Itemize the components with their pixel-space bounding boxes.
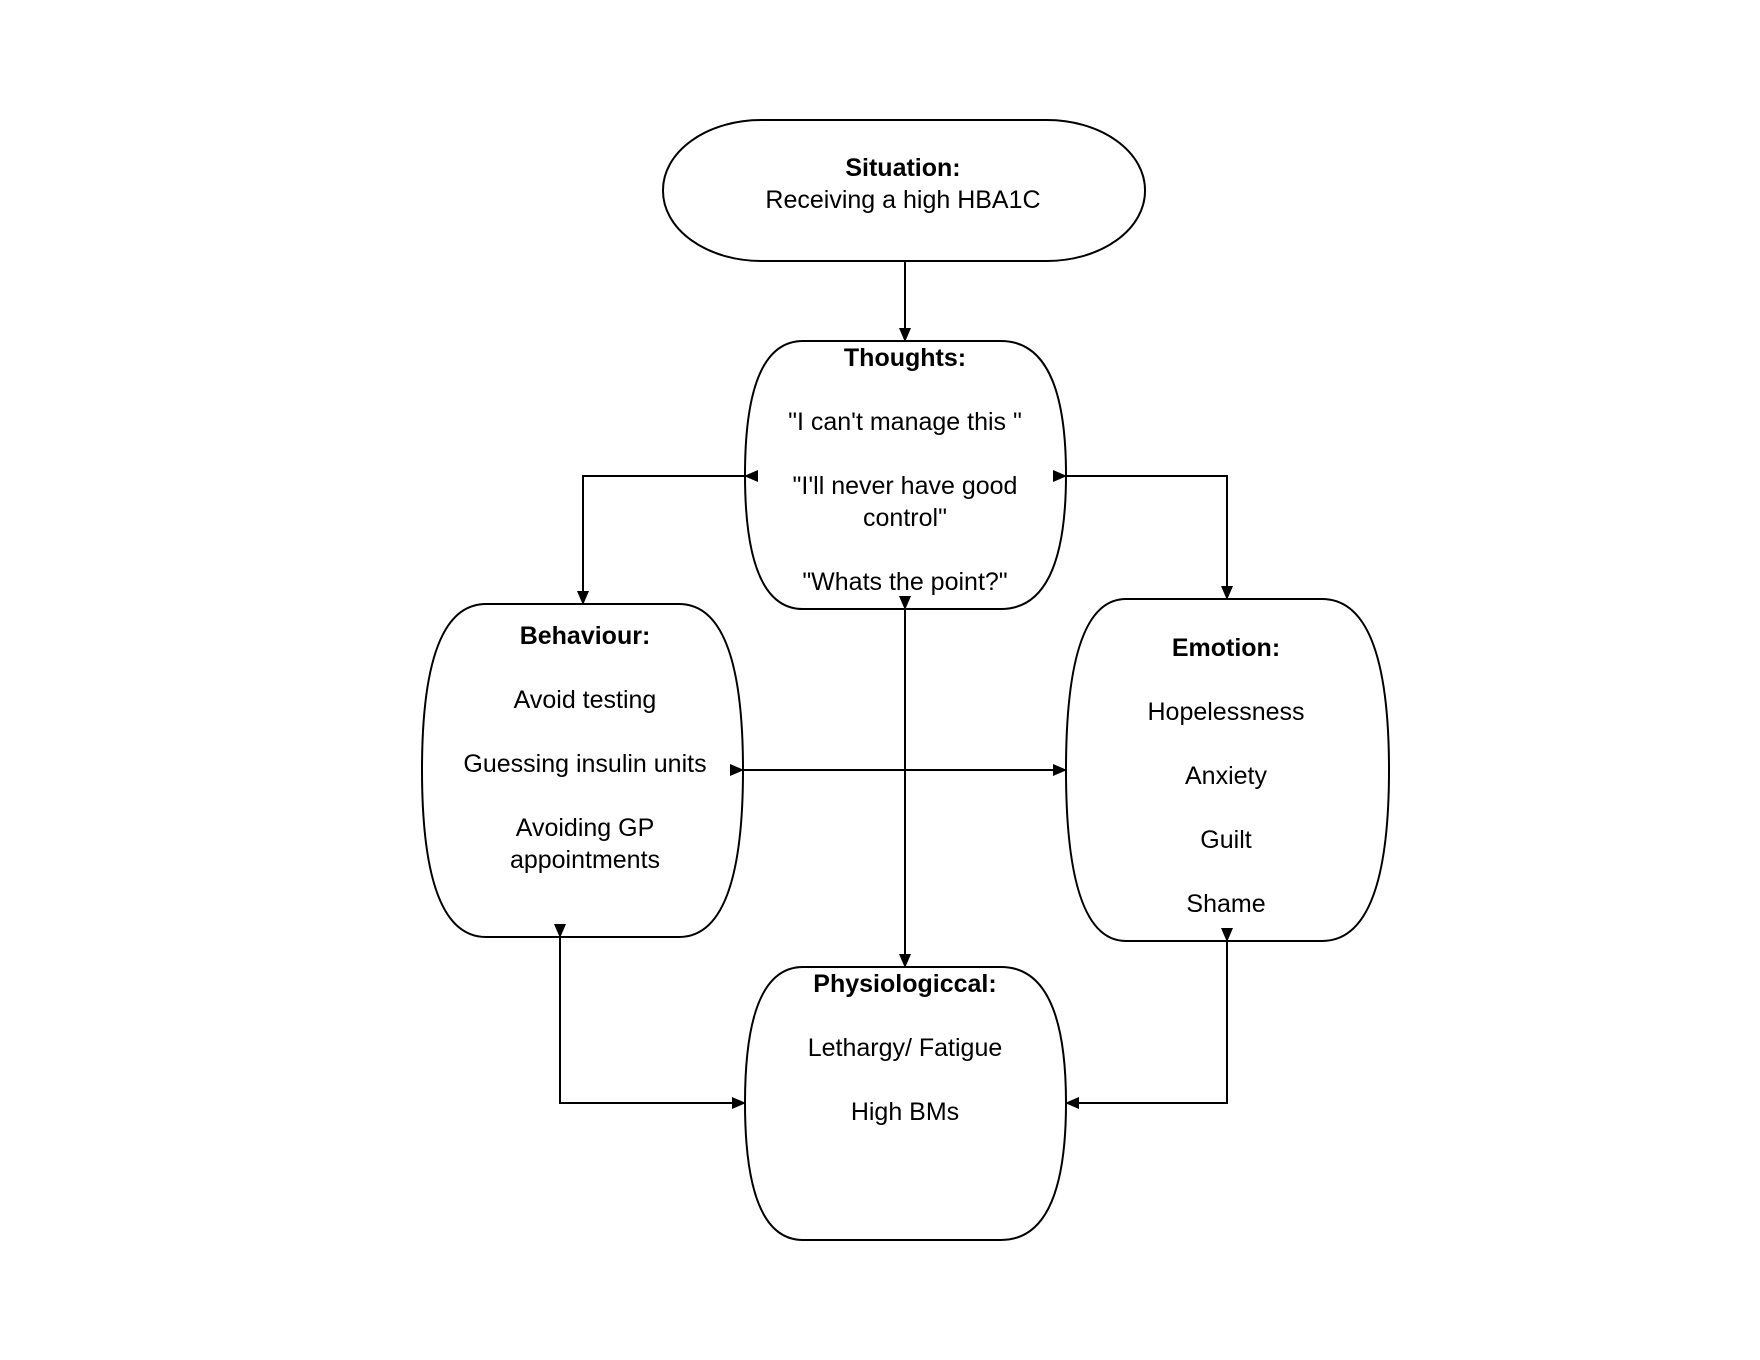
emotion-item: Guilt [1200, 826, 1252, 854]
behaviour-title: Behaviour: [519, 622, 651, 650]
thoughts-title: Thoughts: [843, 344, 967, 372]
emotion-node: Emotion: Hopelessness Anxiety Guilt Sham… [1066, 632, 1386, 920]
arrow-thoughts-behaviour [577, 470, 758, 605]
thought-item: "I'll never have good [792, 472, 1018, 500]
emotion-item: Hopelessness [1147, 698, 1305, 726]
thoughts-node-shape [743, 340, 1068, 610]
behaviour-item: Avoiding GP [515, 814, 655, 842]
emotion-item: Shame [1186, 890, 1266, 918]
arrow-emotion-physiological [1065, 928, 1233, 1109]
thoughts-node: Thoughts: "I can't manage this " "I'll n… [745, 342, 1065, 598]
situation-text: Receiving a high HBA1C [765, 186, 1041, 214]
physiological-title: Physiologiccal: [813, 970, 997, 998]
emotion-title: Emotion: [1171, 634, 1281, 662]
behaviour-node: Behaviour: Avoid testing Guessing insuli… [420, 620, 750, 876]
thought-item: control" [863, 504, 947, 532]
situation-title: Situation: [845, 154, 961, 182]
physiological-item: High BMs [850, 1098, 960, 1126]
behaviour-item: Guessing insulin units [463, 750, 707, 778]
physiological-node: Physiologiccal: Lethargy/ Fatigue High B… [745, 968, 1065, 1128]
arrow-behaviour-physiological [554, 924, 746, 1109]
thought-item: "I can't manage this " [788, 408, 1022, 436]
behaviour-item: Avoid testing [513, 686, 657, 714]
situation-node: Situation: Receiving a high HBA1C [663, 152, 1143, 216]
thought-item: "Whats the point?" [802, 568, 1008, 596]
arrow-thoughts-emotion [1053, 470, 1233, 600]
emotion-item: Anxiety [1185, 762, 1267, 790]
emotion-node-shape [1064, 598, 1391, 942]
behaviour-item: appointments [509, 846, 661, 874]
physiological-node-shape [743, 966, 1068, 1241]
physiological-item: Lethargy/ Fatigue [807, 1034, 1003, 1062]
